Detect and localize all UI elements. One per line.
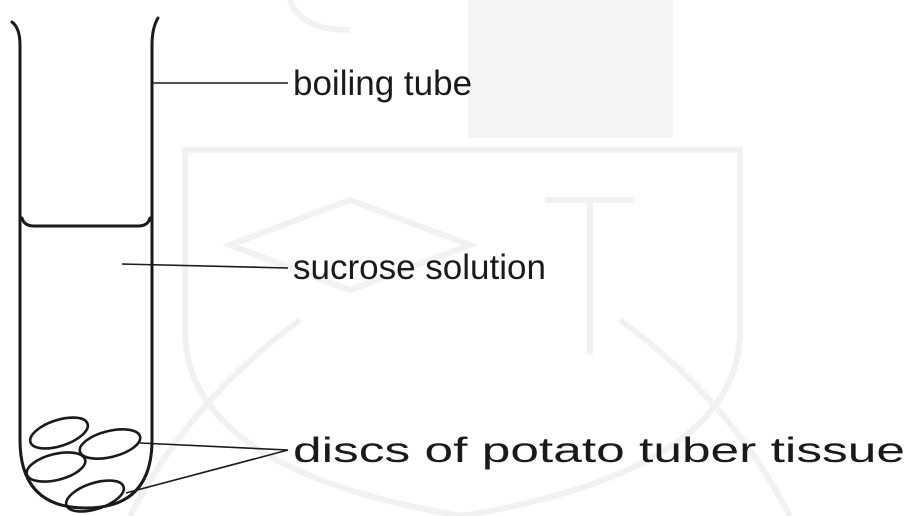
potato-disc xyxy=(78,428,142,460)
solution-surface xyxy=(20,216,152,228)
watermark-laurel-left xyxy=(127,317,302,516)
leader-line-sucrose-solution xyxy=(121,263,289,269)
potato-disc xyxy=(28,416,90,450)
watermark-building xyxy=(468,0,673,138)
watermark xyxy=(127,0,793,516)
watermark-letter-t xyxy=(545,197,635,355)
watermark-cap xyxy=(221,196,479,294)
potato-disc xyxy=(64,479,126,513)
leader-line-disc-lower xyxy=(125,449,289,494)
watermark-arc xyxy=(287,0,351,33)
watermark-laurel-right xyxy=(618,317,793,516)
label-discs-of-potato-tuber-tissue: discs of potato tuber tissue xyxy=(293,431,905,470)
potato-disc xyxy=(25,451,87,483)
label-sucrose-solution: sucrose solution xyxy=(293,248,546,287)
boiling-tube-outline xyxy=(10,16,160,510)
label-boiling-tube: boiling tube xyxy=(293,64,472,103)
potato-discs xyxy=(25,416,142,513)
leader-line-disc-upper xyxy=(139,442,289,451)
